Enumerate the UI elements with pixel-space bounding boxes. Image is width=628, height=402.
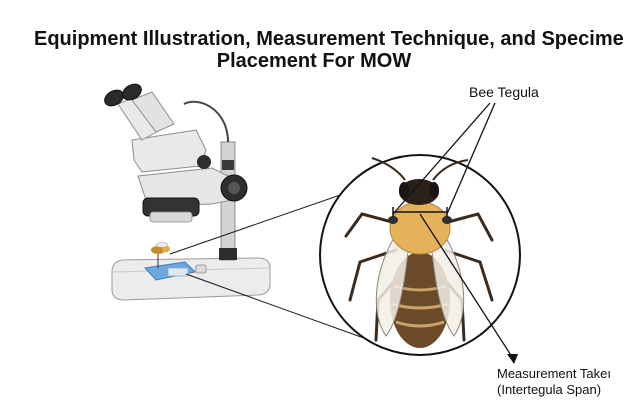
eyepiece-tubes [102, 81, 174, 140]
tegula-left [388, 216, 398, 224]
measurement-label-line-1: Measurement Takeı [497, 366, 611, 382]
bee-tegula-label: Bee Tegula [469, 84, 539, 100]
microscope-base [112, 258, 270, 300]
measurement-label-line-2: (Intertegula Span) [497, 382, 611, 398]
microscope-illustration [102, 81, 270, 300]
tegula-right [442, 216, 452, 224]
measurement-label: Measurement Takeı (Intertegula Span) [497, 366, 611, 398]
